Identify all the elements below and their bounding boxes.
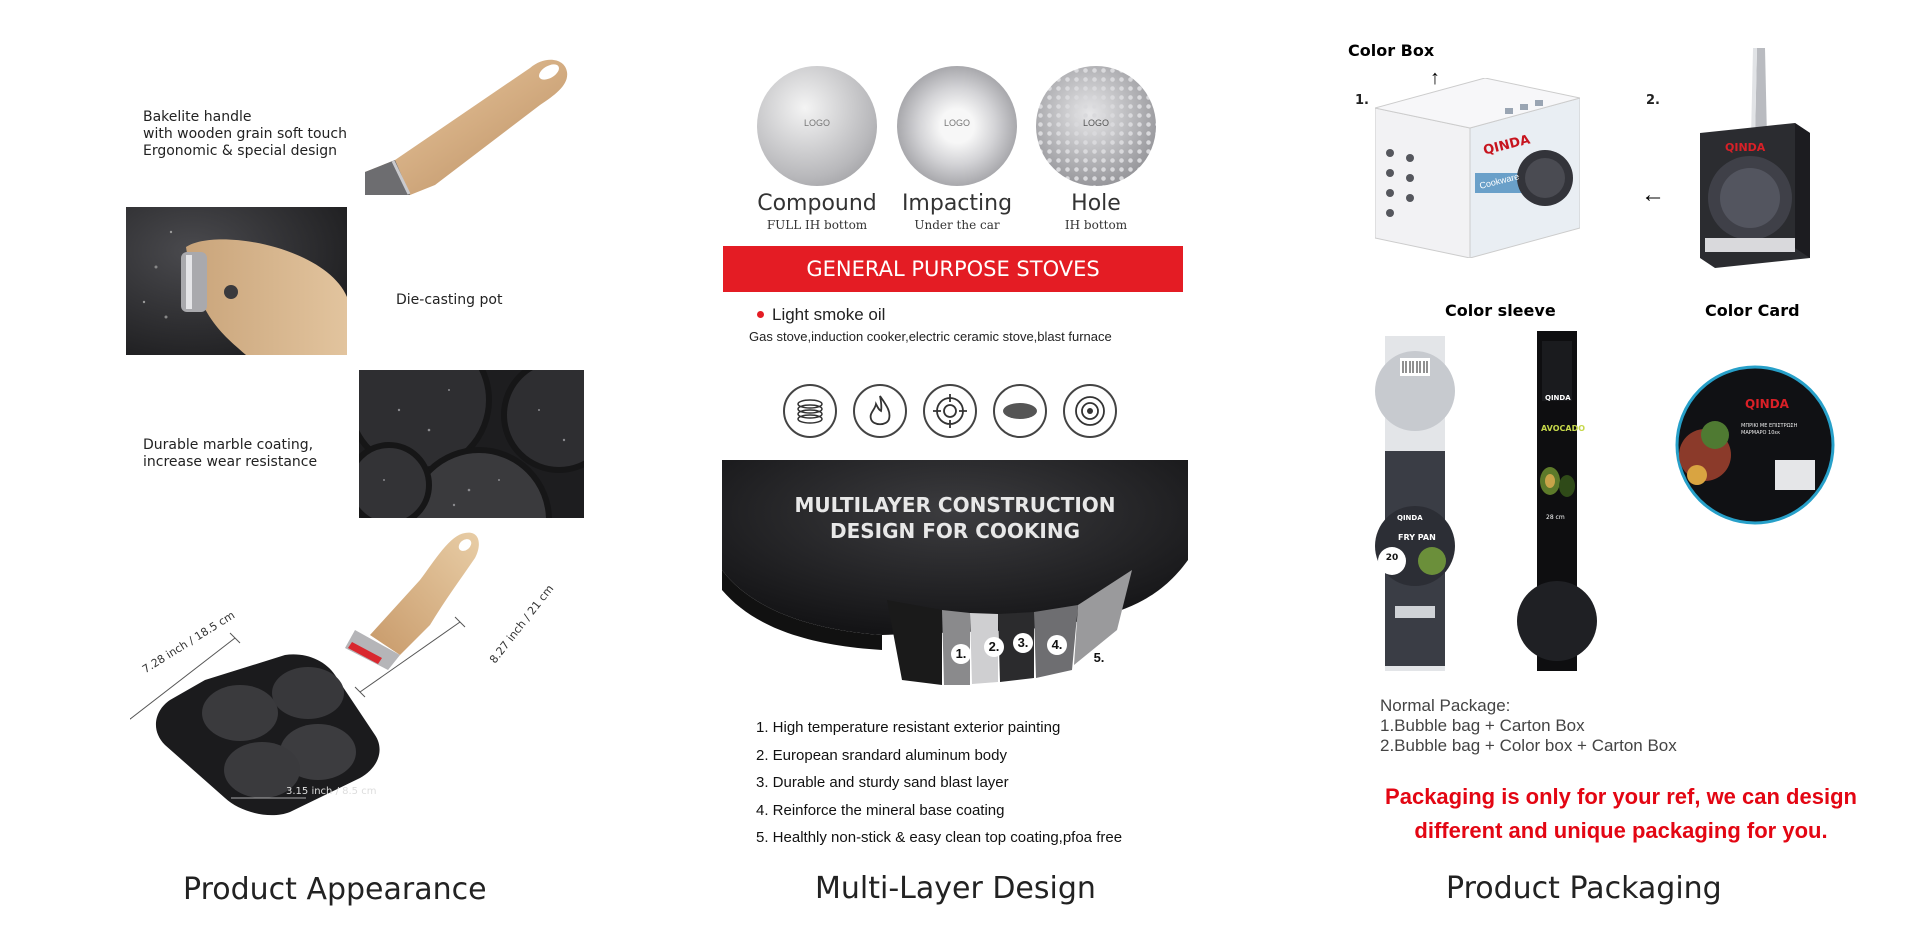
list-item: 1. High temperature resistant exterior p… [756, 719, 1061, 736]
caption-multi-layer-design: Multi-Layer Design [815, 871, 1096, 906]
list-item: 2. European srandard aluminum body [756, 746, 1007, 764]
impacting-label: Impacting [901, 191, 1013, 216]
up-arrow-icon: ↑ [1430, 67, 1440, 89]
hole-bottom-image: LOGO [1036, 66, 1156, 186]
list-item: 5. Healthly non-stick & easy clean top c… [756, 829, 1123, 846]
gift-box-image: QINDA [1695, 48, 1815, 268]
list-item: 4. Reinforce the mineral base coating [756, 801, 1005, 819]
logo-placeholder: LOGO [943, 118, 970, 128]
flame-icon [853, 384, 907, 438]
packaging-note: Packaging is only for your ref, we can d… [1385, 784, 1857, 843]
logo-placeholder: LOGO [1082, 118, 1109, 128]
coating-description: Durable marble coating, increase wear re… [143, 437, 318, 470]
compound-label: Compound [757, 191, 877, 216]
gas-burner-icon [923, 384, 977, 438]
die-casting-pot-image [126, 207, 347, 355]
hole-label: Hole [1071, 191, 1121, 216]
hot-plate-icon [1063, 384, 1117, 438]
compound-bottom-image: LOGO [757, 66, 877, 186]
sleeve1-size: 20 [1385, 553, 1399, 563]
marble-coating-image [359, 370, 584, 518]
step-2-label: 2. [1646, 93, 1660, 108]
bullet-dot [757, 311, 764, 318]
multilayer-construction-image: MULTILAYER CONSTRUCTION DESIGN FOR COOKI… [722, 460, 1188, 700]
stove-types-text: Gas stove,induction cooker,electric cera… [749, 329, 1112, 344]
light-smoke-oil-text: Light smoke oil [772, 305, 886, 324]
layer-number-3: 3. [1013, 633, 1033, 653]
pot-description: Die-casting pot [396, 292, 503, 308]
sleeve2-product: AVOCADO [1541, 424, 1586, 433]
egg-pan-dimension-image [130, 532, 479, 816]
color-box-title: Color Box [1348, 41, 1435, 60]
caption-product-appearance: Product Appearance [183, 872, 487, 907]
card-greek-text: ΜΠΡΙΚΙ ΜΕ ΕΠΙΣΤΡΩΣΗ ΜΑΡΜΑΡΟ 10εκ [1741, 423, 1798, 436]
construction-title: MULTILAYER CONSTRUCTION DESIGN FOR COOKI… [794, 493, 1116, 543]
logo-placeholder: LOGO [803, 118, 830, 128]
hole-sublabel: IH bottom [1064, 218, 1128, 232]
left-arrow-icon: ← [1641, 181, 1665, 208]
gift-box-brand: QINDA [1725, 141, 1766, 154]
color-sleeve-fry-pan-image: QINDA FRY PAN 20 [1370, 336, 1460, 671]
layer-number-1: 1. [951, 644, 971, 664]
card-brand: QINDA [1745, 397, 1789, 411]
compound-sublabel: FULL IH bottom [766, 218, 868, 232]
layer-number-5: 5. [1089, 648, 1109, 668]
caption-product-packaging: Product Packaging [1446, 871, 1722, 906]
impacting-sublabel: Under the car [914, 218, 1000, 232]
sleeve1-product: FRY PAN [1398, 533, 1436, 542]
wooden-handle-image [365, 50, 580, 195]
color-card-image: QINDA ΜΠΡΙΚΙ ΜΕ ΕΠΙΣΤΡΩΣΗ ΜΑΡΜΑΡΟ 10εκ [1675, 365, 1835, 525]
sleeve1-brand: QINDA [1397, 514, 1423, 522]
step-1-label: 1. [1355, 93, 1369, 108]
ceramic-plate-icon [993, 384, 1047, 438]
normal-package-info: Normal Package: 1.Bubble bag + Carton Bo… [1380, 696, 1677, 755]
handle-description: Bakelite handle with wooden grain soft t… [143, 109, 347, 159]
sleeve2-size: 28 cm [1546, 514, 1565, 521]
list-item: 3. Durable and sturdy sand blast layer [756, 774, 1009, 791]
color-sleeve-title: Color sleeve [1445, 301, 1556, 320]
sleeve2-brand: QINDA [1545, 394, 1571, 402]
cup-dimension-label: 3.15 inch / 8.5 cm [286, 786, 377, 797]
layer-list: 1. High temperature resistant exterior p… [756, 714, 1122, 852]
general-purpose-stoves-banner: GENERAL PURPOSE STOVES [723, 246, 1183, 292]
impacting-bottom-image: LOGO [897, 66, 1017, 186]
induction-coil-icon [783, 384, 837, 438]
color-box-image: QINDA Cookware [1374, 77, 1581, 259]
color-card-title: Color Card [1705, 301, 1800, 320]
color-sleeve-avocado-image: QINDA AVOCADO 28 cm [1512, 331, 1602, 671]
layer-number-2: 2. [984, 637, 1004, 657]
layer-number-4: 4. [1047, 635, 1067, 655]
